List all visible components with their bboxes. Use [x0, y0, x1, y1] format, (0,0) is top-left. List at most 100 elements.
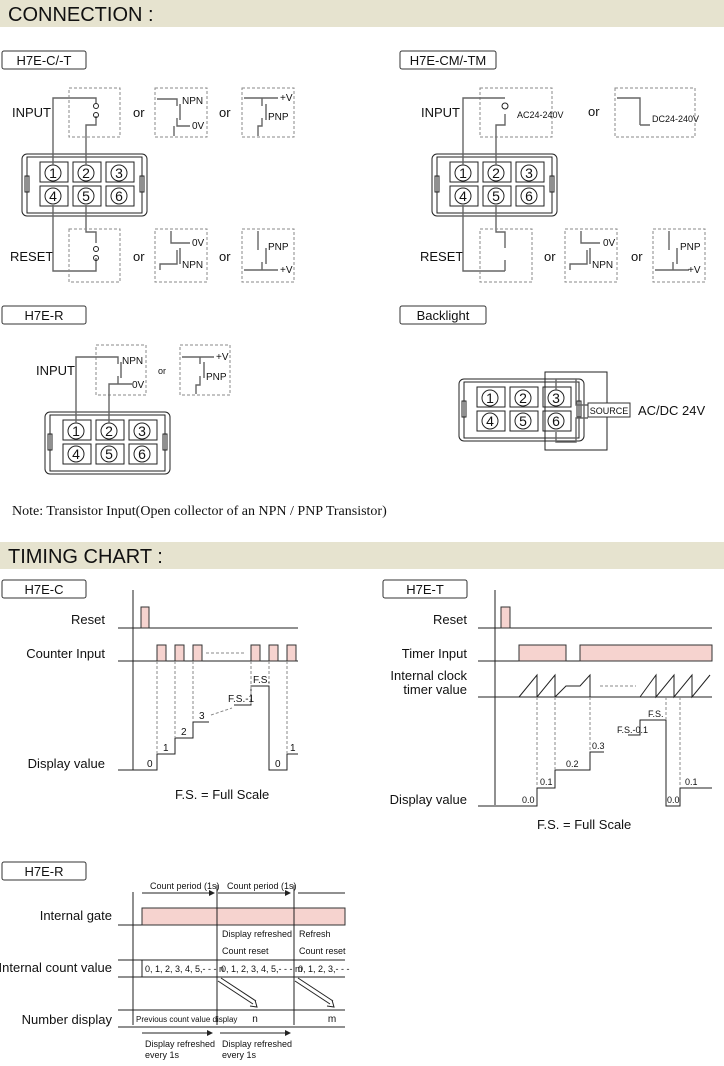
0v-label: 0V [192, 121, 205, 132]
timing-h7e-r: H7E-R Count period (1s) Count period (1s… [0, 861, 350, 1060]
model-tag: H7E-CM/-TM [410, 53, 487, 68]
or-text: or [133, 249, 145, 264]
display-m: m [328, 1014, 336, 1025]
step-value: 1 [290, 743, 296, 754]
pnp-label: PNP [680, 242, 701, 253]
terminal-5: 5 [82, 188, 90, 204]
model-tag: H7E-C/-T [17, 53, 72, 68]
step-value: F.S. [648, 709, 664, 719]
terminal-4: 4 [459, 188, 467, 204]
step-value: 0 [275, 759, 281, 770]
plus-v-label: +V [280, 93, 293, 104]
npn-label: NPN [182, 260, 203, 271]
refresh-note: every 1s [145, 1050, 180, 1060]
step-value: F.S.-0.1 [617, 725, 648, 735]
count-period-label: Count period (1s) [227, 881, 297, 891]
full-scale-footnote: F.S. = Full Scale [175, 787, 269, 802]
display-value-row-label: Display value [390, 792, 467, 807]
terminal-6: 6 [138, 446, 146, 462]
h7e-cm-tm-connection: H7E-CM/-TM INPUT RESET 1 2 3 4 5 6 AC24-… [399, 50, 706, 283]
model-tag: H7E-T [406, 582, 444, 597]
full-scale-footnote: F.S. = Full Scale [537, 817, 631, 832]
or-text: or [133, 105, 145, 120]
step-value: 0.1 [685, 777, 698, 787]
plus-v-label: +V [688, 265, 701, 276]
timing-h7e-t: H7E-T Reset Timer Input Internal clock t… [382, 579, 713, 832]
step-value: 0.1 [540, 777, 553, 787]
terminal-6: 6 [525, 188, 533, 204]
reset-label: RESET [10, 249, 53, 264]
terminal-5: 5 [492, 188, 500, 204]
connection-header: CONNECTION : [8, 4, 154, 26]
terminal-1: 1 [459, 165, 467, 181]
npn-label: NPN [122, 356, 143, 367]
npn-label: NPN [182, 96, 203, 107]
h7e-c-t-connection: H7E-C/-T INPUT RESET 1 2 3 4 5 6 or or o… [1, 50, 295, 283]
step-value: 0.0 [522, 795, 535, 805]
model-tag: H7E-C [24, 582, 63, 597]
or-text: or [631, 249, 643, 264]
input-label: INPUT [12, 105, 51, 120]
clock-row-label-2: timer value [403, 682, 467, 697]
refresh-note: every 1s [222, 1050, 257, 1060]
count-reset-label: Count reset [299, 946, 346, 956]
transistor-note: Note: Transistor Input(Open collector of… [12, 504, 387, 519]
pnp-label: PNP [268, 242, 289, 253]
terminal-5: 5 [105, 446, 113, 462]
or-text: or [588, 104, 600, 119]
or-text: or [158, 366, 166, 376]
internal-count-row-label: Internal count value [0, 960, 112, 975]
model-tag: Backlight [417, 308, 470, 323]
input-label: INPUT [36, 363, 75, 378]
step-value: 1 [163, 743, 169, 754]
count-sequence: 0, 1, 2, 3, 4, 5,- - - m [221, 964, 303, 974]
display-value-row-label: Display value [28, 756, 105, 771]
step-value: 0 [147, 759, 153, 770]
terminal-5: 5 [519, 413, 527, 429]
terminal-1: 1 [486, 390, 494, 406]
step-value: 2 [181, 727, 187, 738]
terminal-2: 2 [82, 165, 90, 181]
step-value: 0.3 [592, 741, 605, 751]
terminal-block [21, 153, 148, 217]
pnp-label: PNP [268, 112, 289, 123]
terminal-block [431, 153, 558, 217]
supply-label: AC/DC 24V [638, 403, 706, 418]
h7e-r-connection: H7E-R INPUT 1 2 3 4 5 6 NPN 0V or +V PNP [1, 305, 231, 475]
terminal-block [44, 411, 171, 475]
source-label: SOURCE [590, 406, 629, 416]
refresh-note: Display refreshed [145, 1039, 215, 1049]
count-reset-label: Count reset [222, 946, 269, 956]
0v-label: 0V [603, 238, 616, 249]
timing-header-bar [0, 542, 724, 569]
count-sequence: 0, 1, 2, 3, 4, 5,- - - n [145, 964, 224, 974]
terminal-3: 3 [138, 423, 146, 439]
terminal-block [458, 378, 585, 442]
reset-label: RESET [420, 249, 463, 264]
backlight-connection: Backlight 1 2 3 4 5 6 SOURCE AC/DC 24V [399, 305, 706, 451]
terminal-2: 2 [492, 165, 500, 181]
0v-label: 0V [132, 380, 145, 391]
terminal-2: 2 [105, 423, 113, 439]
dc-voltage-label: DC24-240V [652, 114, 699, 124]
clock-row-label-1: Internal clock [390, 668, 467, 683]
terminal-3: 3 [552, 390, 560, 406]
terminal-3: 3 [525, 165, 533, 181]
ac-voltage-label: AC24-240V [517, 110, 564, 120]
terminal-3: 3 [115, 165, 123, 181]
display-refreshed-label: Display refreshed [222, 929, 292, 939]
model-tag: H7E-R [24, 308, 63, 323]
pnp-label: PNP [206, 372, 227, 383]
terminal-4: 4 [49, 188, 57, 204]
timing-header: TIMING CHART : [8, 546, 163, 568]
terminal-2: 2 [519, 390, 527, 406]
terminal-1: 1 [49, 165, 57, 181]
timing-h7e-c: H7E-C Reset Counter Input Display value … [1, 579, 298, 802]
or-text: or [219, 105, 231, 120]
npn-label: NPN [592, 260, 613, 271]
terminal-6: 6 [115, 188, 123, 204]
terminal-4: 4 [486, 413, 494, 429]
step-value: 0.0 [667, 795, 680, 805]
